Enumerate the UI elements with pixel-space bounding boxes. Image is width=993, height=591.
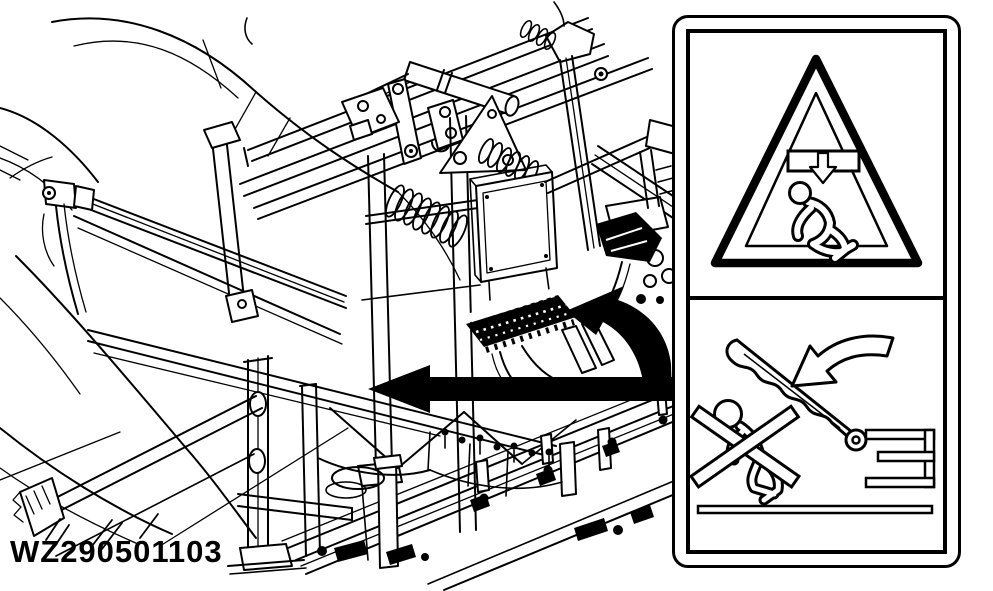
fold-direction-arrow-icon — [790, 334, 895, 388]
decal-panel — [672, 15, 961, 568]
crush-beam-down-arrow-icon — [786, 149, 861, 185]
crush-hazard-decal — [686, 29, 947, 300]
ground-line-icon — [696, 504, 934, 515]
rear-mast — [203, 17, 259, 323]
falling-person-icon — [788, 181, 859, 264]
stabilizer-links — [41, 179, 347, 345]
boom-fold-hazard-decal — [686, 296, 947, 554]
crossed-out-person-icon — [690, 399, 802, 506]
boom-assembly — [87, 329, 705, 591]
top-frame-rails — [239, 1, 653, 251]
junction-box — [469, 164, 558, 301]
lower-decal-location-arrow — [368, 365, 676, 413]
figure-caption: WZ290501103 — [10, 534, 223, 569]
upper-decal-location-arrow — [566, 286, 672, 398]
boom-rest-bracket-icon — [864, 428, 936, 489]
left-lower-structure — [0, 355, 353, 575]
center-mast — [357, 95, 527, 561]
